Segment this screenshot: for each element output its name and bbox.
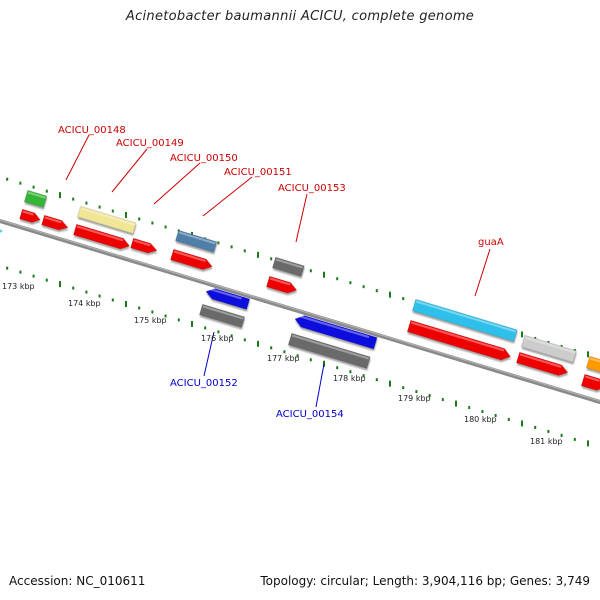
tick-label: 180 kbp bbox=[464, 415, 497, 424]
tick-label: 173 kbp bbox=[2, 282, 35, 291]
label-leader-line bbox=[111, 148, 148, 193]
gene-feature[interactable] bbox=[580, 373, 600, 392]
gene-feature[interactable] bbox=[520, 334, 577, 363]
gene-feature[interactable] bbox=[272, 256, 305, 277]
label-leader-line bbox=[153, 162, 201, 205]
gene-feature[interactable] bbox=[411, 298, 518, 342]
tick-label: 181 kbp bbox=[530, 437, 563, 446]
gene-feature[interactable] bbox=[406, 319, 512, 362]
label-leader-line bbox=[474, 248, 491, 297]
gene-label[interactable]: ACICU_00148 bbox=[58, 125, 126, 136]
gene-feature[interactable] bbox=[175, 229, 218, 253]
gene-feature[interactable] bbox=[170, 248, 213, 272]
gene-label[interactable]: ACICU_00150 bbox=[170, 153, 238, 164]
label-leader-line bbox=[295, 193, 308, 243]
gene-feature[interactable] bbox=[23, 189, 48, 208]
topology-label: Topology: circular; Length: 3,904,116 bp… bbox=[260, 574, 590, 588]
label-leader-line bbox=[315, 363, 325, 408]
gene-feature[interactable] bbox=[41, 214, 70, 232]
gene-feature[interactable] bbox=[19, 208, 42, 224]
gene-feature[interactable] bbox=[130, 237, 159, 255]
tick-label: 179 kbp bbox=[398, 394, 431, 403]
tick-label: 174 kbp bbox=[68, 299, 101, 308]
partial-feature-edge bbox=[0, 229, 3, 233]
gene-label[interactable]: ACICU_00153 bbox=[278, 183, 346, 194]
accession-label: Accession: NC_010611 bbox=[9, 574, 146, 588]
gene-feature[interactable] bbox=[293, 313, 378, 350]
gene-label[interactable]: ACICU_00149 bbox=[116, 138, 184, 149]
gene-feature[interactable] bbox=[73, 223, 131, 251]
gene-label[interactable]: guaA bbox=[478, 237, 504, 248]
tick-label: 176 kbp bbox=[201, 334, 234, 343]
gene-label[interactable]: ACICU_00152 bbox=[170, 378, 238, 389]
gene-feature[interactable] bbox=[585, 355, 600, 374]
gene-feature[interactable] bbox=[516, 351, 569, 378]
tick-label: 178 kbp bbox=[333, 374, 366, 383]
gene-labels: ACICU_00148ACICU_00149ACICU_00150ACICU_0… bbox=[58, 125, 504, 420]
gene-feature[interactable] bbox=[287, 332, 371, 369]
genome-backbone-highlight bbox=[0, 219, 600, 402]
gene-label[interactable]: ACICU_00151 bbox=[224, 167, 292, 178]
label-leader-line bbox=[202, 176, 253, 217]
gene-feature[interactable] bbox=[77, 205, 137, 234]
label-leader-line bbox=[203, 331, 215, 377]
tick-label: 175 kbp bbox=[134, 316, 167, 325]
genome-backbone bbox=[0, 218, 600, 405]
gene-label[interactable]: ACICU_00154 bbox=[276, 409, 344, 420]
tick-label: 177 kbp bbox=[267, 354, 300, 363]
gene-feature[interactable] bbox=[199, 303, 246, 328]
gene-features bbox=[19, 189, 600, 392]
gene-feature[interactable] bbox=[204, 286, 251, 310]
tick-labels: 173 kbp 174 kbp 175 kbp 176 kbp 177 kbp 178 k… bbox=[2, 282, 563, 446]
label-leader-line bbox=[65, 134, 90, 181]
gene-feature[interactable] bbox=[266, 275, 298, 295]
map-title: Acinetobacter baumannii ACICU, complete … bbox=[125, 9, 475, 24]
